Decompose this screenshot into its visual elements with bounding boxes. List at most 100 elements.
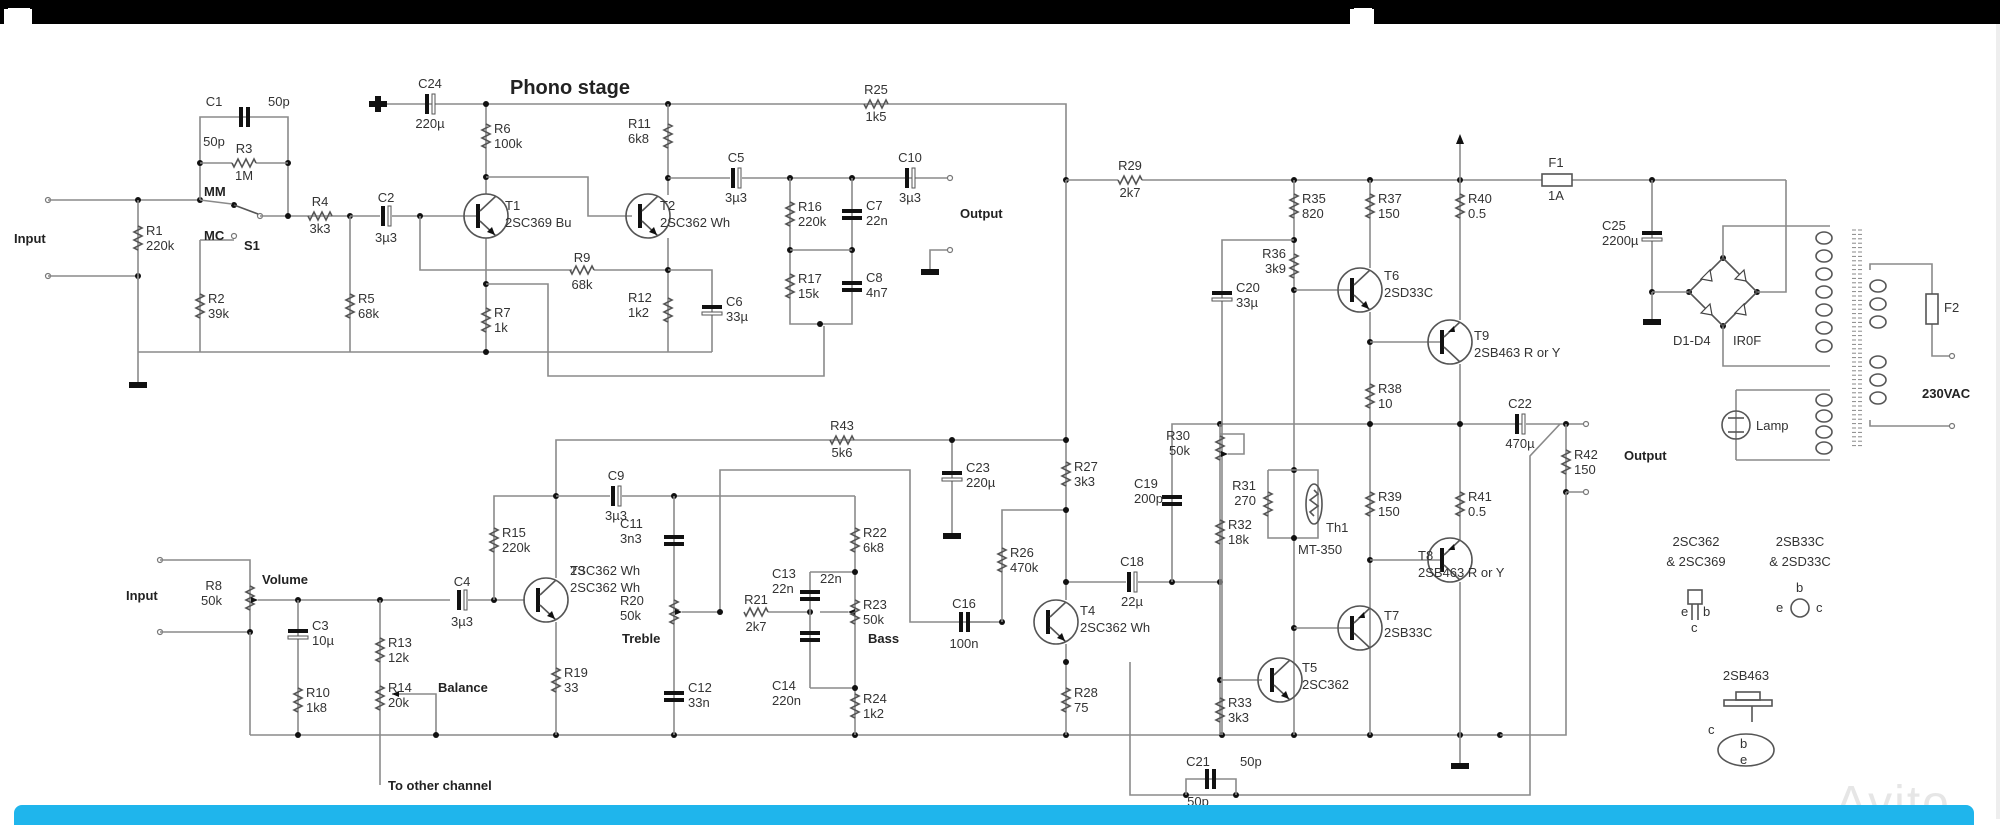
capacitor-plate xyxy=(800,638,820,642)
emitter-arrow xyxy=(1281,691,1289,699)
emitter-arrow xyxy=(1448,544,1455,550)
capacitor-plate xyxy=(966,612,970,632)
ground-symbol xyxy=(1451,763,1469,769)
value-c20: 33µ xyxy=(1236,295,1258,310)
junction-dot xyxy=(1063,437,1069,443)
wire xyxy=(1869,420,1952,427)
transistor-t3 xyxy=(523,577,569,623)
value-r1: 220k xyxy=(146,238,175,253)
transformer-primary-coil xyxy=(1869,355,1887,369)
resistor-r19 xyxy=(550,667,562,693)
resistor-r28 xyxy=(1060,687,1072,713)
resistor-r29 xyxy=(1117,174,1143,186)
junction-dot xyxy=(1063,507,1069,513)
resistor-r41 xyxy=(1454,491,1466,517)
mm-label: MM xyxy=(204,184,226,199)
label-c14: C14 xyxy=(772,678,796,693)
type-t5: 2SC362 xyxy=(1302,677,1349,692)
value-c21-side: 50p xyxy=(1240,754,1262,769)
value-r11: 6k8 xyxy=(628,131,649,146)
right-frame-edge xyxy=(1996,24,2000,819)
label-r3: R3 xyxy=(236,141,253,156)
wire xyxy=(1220,433,1245,455)
amplifier-schematic: Phono stageInputR1220kR239kMCS1MMC150p50… xyxy=(14,76,1971,809)
capacitor-c20 xyxy=(1212,291,1232,295)
type-t1: 2SC369 Bu xyxy=(505,215,572,230)
wire xyxy=(555,439,1066,578)
value-c1-top: 50p xyxy=(268,94,290,109)
capacitor-c23 xyxy=(942,471,962,475)
label-c13: C13 xyxy=(772,566,796,581)
pin-e: e xyxy=(1776,600,1783,615)
label-r9: R9 xyxy=(574,250,591,265)
transformer-lamp-coil xyxy=(1815,409,1833,423)
capacitor-plate xyxy=(800,597,820,601)
type-t6: 2SD33C xyxy=(1384,285,1433,300)
capacitor-c9 xyxy=(611,486,615,506)
terminal xyxy=(1948,352,1956,360)
transistor-base-bar xyxy=(1046,610,1050,634)
transformer-primary-coil xyxy=(1869,391,1887,405)
capacitor-plate xyxy=(1212,769,1216,789)
label-r25: R25 xyxy=(864,82,888,97)
resistor-r20 xyxy=(668,599,680,625)
value-r24: 1k2 xyxy=(863,706,884,721)
label-r22: R22 xyxy=(863,525,887,540)
label-c22: C22 xyxy=(1508,396,1532,411)
capacitor-c10 xyxy=(905,168,909,188)
wire xyxy=(1869,263,1933,294)
value-r16: 220k xyxy=(798,214,827,229)
label-r16: R16 xyxy=(798,199,822,214)
value-r41: 0.5 xyxy=(1468,504,1486,519)
transformer-secondary-coil xyxy=(1815,285,1833,299)
capacitor-c7 xyxy=(842,209,862,213)
terminal xyxy=(1948,422,1956,430)
pin-c: c xyxy=(1816,600,1823,615)
value-c23: 220µ xyxy=(966,475,996,490)
value-c6: 33µ xyxy=(726,309,748,324)
label-r21: R21 xyxy=(744,592,768,607)
transistor-base-bar xyxy=(638,204,642,228)
capacitor-c24 xyxy=(425,94,429,114)
value-r8: 50k xyxy=(201,593,222,608)
resistor-r25 xyxy=(863,98,889,110)
wire xyxy=(199,199,233,205)
value-r15: 220k xyxy=(502,540,531,555)
label-r19: R19 xyxy=(564,665,588,680)
bass-label: Bass xyxy=(868,631,899,646)
components xyxy=(129,93,1939,789)
label-r27: R27 xyxy=(1074,459,1098,474)
transistor-lead xyxy=(1273,659,1291,676)
value-r7: 1k xyxy=(494,320,508,335)
junction-dot xyxy=(295,732,301,738)
value-r19: 33 xyxy=(564,680,578,695)
capacitor-plate xyxy=(246,107,250,127)
wire xyxy=(1001,509,1066,622)
ground-symbol xyxy=(943,533,961,539)
value-r20: 50k xyxy=(620,608,641,623)
wire xyxy=(199,116,289,216)
pinout-title-2sd33c: & 2SD33C xyxy=(1769,554,1830,569)
value-r38: 10 xyxy=(1378,396,1392,411)
wire xyxy=(486,176,632,217)
wiper-arrow xyxy=(675,609,682,615)
value-r40: 0.5 xyxy=(1468,206,1486,221)
resistor-r16 xyxy=(784,201,796,227)
label-c20: C20 xyxy=(1236,280,1260,295)
supply-arrow xyxy=(1456,134,1464,144)
label-r14: R14 xyxy=(388,680,412,695)
label-r11: R11 xyxy=(628,116,651,131)
transistor-base-bar xyxy=(1270,668,1274,692)
transformer-secondary-coil xyxy=(1815,249,1833,263)
label-r26: R26 xyxy=(1010,545,1034,560)
to-other-channel-label: To other channel xyxy=(388,778,492,793)
resistor-r37 xyxy=(1364,193,1376,219)
value-c10: 3µ3 xyxy=(899,190,921,205)
label-r38: R38 xyxy=(1378,381,1402,396)
transformer-secondary-coil xyxy=(1815,303,1833,317)
terminal xyxy=(1582,488,1590,496)
value-r43: 5k6 xyxy=(832,445,853,460)
capacitor-c5 xyxy=(731,168,735,188)
resistor-r24 xyxy=(849,693,861,719)
lamp-icon xyxy=(1721,410,1751,440)
